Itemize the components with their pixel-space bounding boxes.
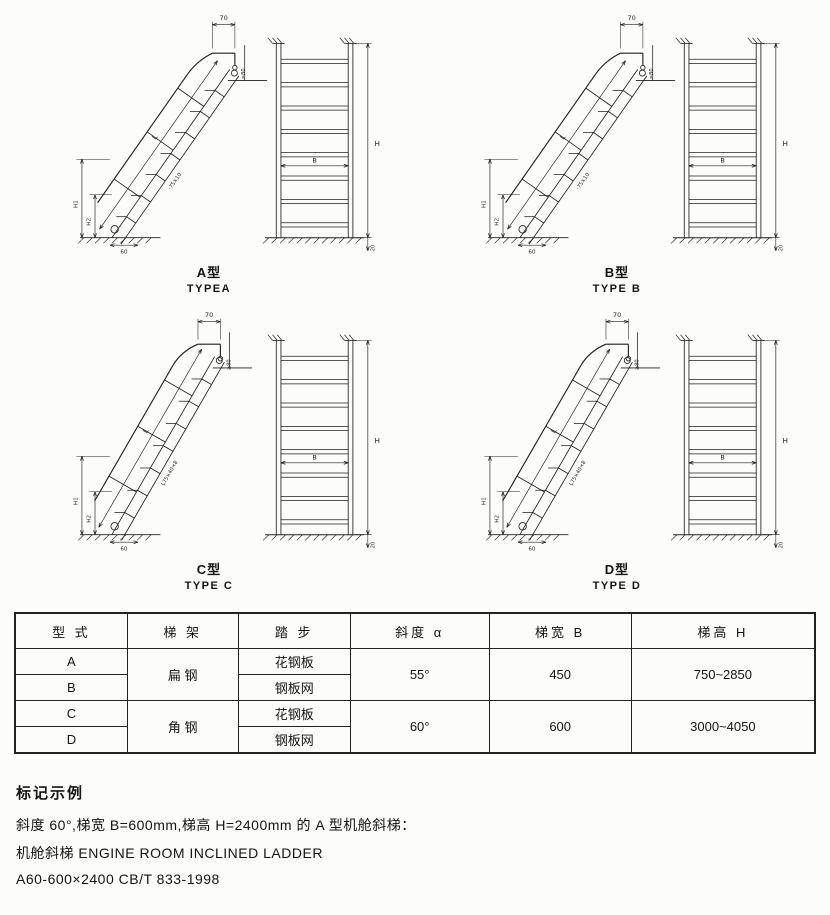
- svg-text:≥80: ≥80: [649, 68, 655, 79]
- cell-angle-cd: 60°: [349, 700, 490, 754]
- svg-text:L: L: [550, 427, 559, 434]
- svg-text:H1: H1: [481, 497, 487, 505]
- svg-text:H: H: [374, 436, 380, 445]
- header-steps: 踏 步: [237, 612, 351, 649]
- cell-steps-c: 花钢板: [237, 700, 351, 727]
- svg-text:60: 60: [528, 547, 536, 553]
- svg-text:B: B: [312, 453, 317, 461]
- svg-text:H: H: [782, 139, 788, 148]
- spec-table: 型 式 梯 架 踏 步 斜度 α 梯宽 B 梯高 H A 扁 钢 花钢板 55°…: [14, 612, 816, 754]
- type-b-label-en: TYPE B: [592, 283, 642, 295]
- table-row-c: C 角 钢 花钢板 60° 600 3000~4050: [14, 700, 816, 754]
- svg-text:H2: H2: [494, 218, 500, 226]
- spec-table-header-row: 型 式 梯 架 踏 步 斜度 α 梯宽 B 梯高 H: [14, 612, 816, 649]
- header-frame: 梯 架: [126, 612, 239, 649]
- svg-text:H2: H2: [86, 515, 92, 523]
- svg-text:20: 20: [370, 245, 376, 252]
- caption-type-d: D型 TYPE D: [416, 559, 818, 592]
- svg-text:≥80: ≥80: [227, 359, 233, 370]
- svg-text:H1: H1: [73, 200, 79, 208]
- svg-text:60: 60: [120, 250, 128, 256]
- svg-text:H1: H1: [73, 497, 79, 505]
- svg-text:L75×40×8: L75×40×8: [568, 460, 587, 487]
- caption-type-c: C型 TYPE C: [8, 559, 410, 592]
- svg-text:20: 20: [370, 542, 376, 549]
- svg-text:B: B: [312, 156, 317, 164]
- svg-text:≥80: ≥80: [241, 68, 247, 79]
- svg-text:70: 70: [220, 14, 228, 22]
- header-width: 梯宽 B: [488, 612, 632, 649]
- table-row-a: A 扁 钢 花钢板 55° 450 750~2850: [14, 648, 816, 701]
- caption-type-a: A型 TYPEA: [8, 262, 410, 295]
- svg-text:L: L: [151, 133, 160, 141]
- type-b-label-cn: B型: [604, 265, 630, 280]
- svg-text:B: B: [720, 453, 725, 461]
- svg-text:20: 20: [778, 542, 784, 549]
- cell-steps-d: 钢板网: [237, 726, 351, 754]
- cell-width-ab: 450: [488, 648, 632, 701]
- table-row-b: B 钢板网: [14, 674, 815, 701]
- svg-text:L75×40×8: L75×40×8: [160, 460, 179, 487]
- svg-text:60: 60: [528, 250, 536, 256]
- cell-width-cd: 600: [488, 700, 632, 754]
- cell-height-cd: 3000~4050: [630, 700, 816, 754]
- cell-steps-b: 钢板网: [237, 674, 351, 701]
- svg-text:20: 20: [778, 245, 784, 252]
- type-d-label-cn: D型: [604, 562, 630, 577]
- cell-type-b: B: [14, 674, 128, 701]
- type-c-label-en: TYPE C: [184, 580, 234, 592]
- cell-frame-cd: 角 钢: [126, 700, 239, 754]
- svg-text:B: B: [720, 156, 725, 164]
- svg-text:L: L: [142, 427, 151, 434]
- cell-type-a: A: [14, 648, 128, 675]
- table-row-d: D 钢板网: [14, 726, 815, 754]
- svg-text:H: H: [782, 436, 788, 445]
- svg-text:60: 60: [120, 547, 128, 553]
- cell-type-c: C: [14, 700, 128, 727]
- svg-text:L: L: [559, 133, 568, 141]
- type-c-label-cn: C型: [196, 562, 222, 577]
- cell-type-d: D: [14, 726, 128, 754]
- cell-frame-ab: 扁 钢: [126, 648, 239, 701]
- caption-type-b: B型 TYPE B: [416, 262, 818, 295]
- svg-text:≥80: ≥80: [635, 359, 641, 370]
- svg-text:70: 70: [628, 14, 636, 22]
- marking-example-line-3: A60-600×2400 CB/T 833-1998: [16, 871, 220, 887]
- cell-angle-ab: 55°: [349, 648, 490, 701]
- svg-text:H2: H2: [86, 218, 92, 226]
- type-a-label-en: TYPEA: [186, 283, 232, 295]
- svg-text:70: 70: [613, 311, 621, 319]
- marking-example-line-1: 斜度 60°,梯宽 B=600mm,梯高 H=2400mm 的 A 型机舱斜梯：: [16, 817, 416, 833]
- svg-text:H1: H1: [481, 200, 487, 208]
- header-angle: 斜度 α: [349, 612, 490, 649]
- header-height: 梯高 H: [630, 612, 816, 649]
- marking-example: 标记示例 斜度 60°,梯宽 B=600mm,梯高 H=2400mm 的 A 型…: [16, 782, 830, 887]
- header-type: 型 式: [14, 612, 128, 649]
- type-d-label-en: TYPE D: [592, 580, 642, 592]
- cell-height-ab: 750~2850: [630, 648, 816, 701]
- type-a-label-cn: A型: [196, 265, 222, 280]
- marking-example-line-2: 机舱斜梯 ENGINE ROOM INCLINED LADDER: [16, 845, 323, 861]
- svg-text:70: 70: [205, 311, 213, 319]
- cell-steps-a: 花钢板: [237, 648, 351, 675]
- svg-text:H: H: [374, 139, 380, 148]
- marking-example-title: 标记示例: [16, 785, 85, 802]
- svg-text:H2: H2: [494, 515, 500, 523]
